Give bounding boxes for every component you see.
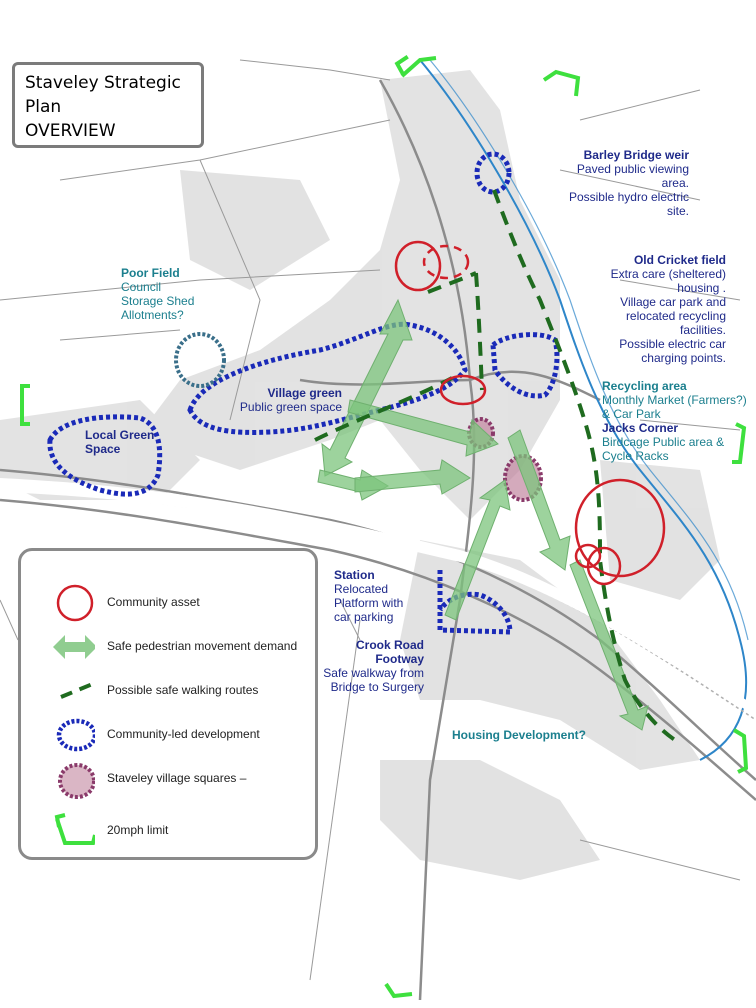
village-green-heading: Village green [267,386,342,400]
barley-bridge-line: Possible hydro electric [568,190,689,204]
poor-field-line: Storage Shed [121,294,195,308]
speed-limit-brackets [20,55,749,999]
station-heading: Station [334,568,375,582]
local-green-line: Space [85,442,121,456]
legend-label: Community asset [107,595,200,609]
crook-road-heading: Crook Road [355,638,424,652]
local-green-label: Local Green Space [85,428,154,456]
purple-dotted-ellipse-icon [58,763,95,799]
legend-item: 20mph limit [21,809,321,853]
title-line-3: OVERVIEW [25,121,116,141]
old-cricket-line: Possible electric car [619,337,726,351]
village-green-zone [187,321,468,435]
field-boundaries [0,59,741,981]
legend-label: Safe pedestrian movement demand [107,639,298,653]
barley-bridge-line: site. [666,204,689,218]
river-bank [429,59,749,641]
local-green-zone [47,414,163,497]
legend-label: Staveley village squares – [107,771,247,785]
old-cricket-line: facilities. [679,323,726,337]
recycling-heading: Recycling area [602,379,687,393]
barley-bridge-label: Barley Bridge weir Paved public viewing … [569,148,689,218]
legend-item: Staveley village squares – [21,757,321,801]
green-dashed-line-icon [60,681,95,699]
recycling-line: & Car Park [602,407,661,421]
legend-item: Community asset [21,581,321,625]
legend-item: Safe pedestrian movement demand [21,625,321,669]
station-label: Station Relocated Platform with car park… [334,568,403,624]
village-green-line: Public green space [239,400,342,414]
old-cricket-line: housing . [677,281,726,295]
river [419,59,748,761]
crook-road-label: Crook Road Footway Safe walkway from Bri… [323,638,424,694]
housing-label: Housing Development? [452,728,587,742]
old-cricket-heading: Old Cricket field [633,253,726,267]
poor-field-zone [174,332,226,388]
old-cricket-line: Village car park and [620,295,726,309]
poor-field-line: Allotments? [121,308,184,322]
village-green-label: Village green Public green space [240,386,342,414]
recycling-line: Monthly Market (Farmers?) [602,393,747,407]
legend-label: Possible safe walking routes [107,683,259,697]
cricket-field-zone [490,332,560,399]
old-cricket-line: charging points. [641,351,726,365]
walking-routes [314,189,677,742]
local-green-line: Local Green [85,428,155,442]
red-circle-icon [56,584,94,622]
barley-bridge-line: Paved public viewing [576,162,689,176]
legend-item: Possible safe walking routes [21,669,321,713]
green-double-arrow-icon [53,635,95,659]
green-bracket-icon [54,813,95,845]
legend-label: 20mph limit [107,823,169,837]
barley-bridge-heading: Barley Bridge weir [583,148,689,162]
poor-field-heading: Poor Field [121,266,180,280]
poor-field-line: Council [121,280,162,294]
community-assets [394,240,666,586]
old-cricket-label: Old Cricket field Extra care (sheltered)… [611,253,726,365]
legend-item: Community-led development [21,713,321,757]
station-line: Platform with [334,596,404,610]
recycling-label: Recycling area Monthly Market (Farmers?)… [602,379,747,463]
poor-field-label: Poor Field Council Storage Shed Allotmen… [121,266,194,322]
blue-dotted-ellipse-icon [56,718,95,752]
title-line-1: Staveley Strategic [25,73,181,93]
station-line: Relocated [334,582,389,596]
map-legend: Community asset Safe pedestrian movement… [18,548,318,860]
barley-bridge-line: area. [661,176,689,190]
crook-road-line: Bridge to Surgery [330,680,424,694]
map-title: Staveley Strategic Plan OVERVIEW [12,62,204,148]
legend-label: Community-led development [107,727,260,741]
crook-road-line: Safe walkway from [323,666,424,680]
built-up-areas [0,70,720,880]
old-cricket-line: relocated recycling [625,309,726,323]
old-cricket-line: Extra care (sheltered) [610,267,726,281]
jacks-corner-line: Cycle Racks [602,449,669,463]
jacks-corner-line: Birdcage Public area & [602,435,725,449]
crook-road-heading: Footway [375,652,424,666]
station-line: car parking [334,610,394,624]
jacks-corner-heading: Jacks Corner [602,421,679,435]
title-line-2: Plan [25,97,62,117]
barley-bridge-zone [474,151,512,195]
